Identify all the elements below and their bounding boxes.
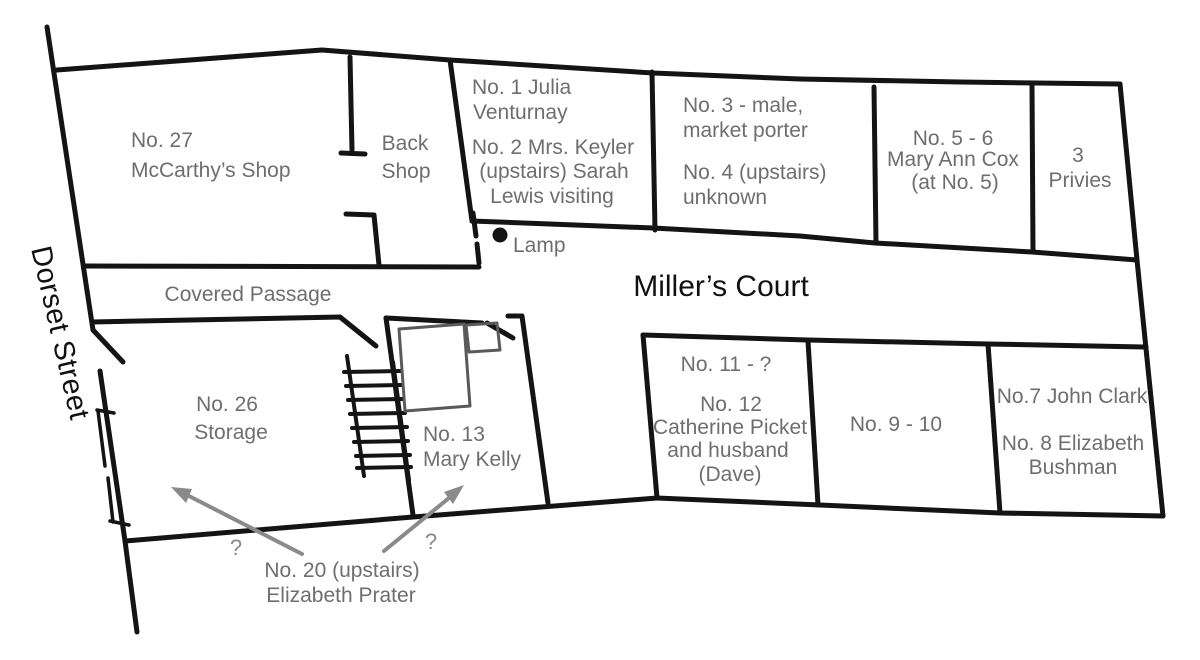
wall-passage-dashes xyxy=(470,210,482,266)
room-no27-label: No. 27 McCarthy’s Shop xyxy=(131,129,291,182)
wall-passage-top xyxy=(81,263,482,270)
court-title: Miller’s Court xyxy=(633,270,809,303)
wall-partition-r56-privies xyxy=(1029,82,1036,255)
no13-line1: No. 13 xyxy=(423,423,485,446)
table-outline xyxy=(464,321,502,354)
lamp-dot xyxy=(492,227,508,243)
furniture-no13 xyxy=(397,321,502,413)
no13-line2: Mary Kelly xyxy=(423,448,522,471)
r1112-line1: No. 11 - ? xyxy=(681,353,772,376)
staircase xyxy=(342,354,413,482)
arrow-left-head xyxy=(171,487,192,503)
question-mark-right: ? xyxy=(425,529,437,554)
wall-room12-left xyxy=(447,57,475,224)
no20-label: No. 20 (upstairs) Elizabeth Prater xyxy=(264,559,419,607)
door-outline xyxy=(95,408,131,527)
backshop-label: Back Shop xyxy=(381,132,430,183)
annotation-arrows xyxy=(171,485,464,556)
wall-no27-backshop-lower xyxy=(343,211,382,268)
room-7-8-label: No.7 John Clark No. 8 Elizabeth Bushman xyxy=(997,385,1148,479)
room-5-6-label: No. 5 - 6 Mary Ann Cox (at No. 5) xyxy=(887,127,1019,194)
wall-block-left xyxy=(640,332,660,501)
r34-line2: market porter xyxy=(683,119,808,142)
privies-line1: 3 xyxy=(1072,144,1084,167)
wall-no13-right xyxy=(505,313,551,506)
outer-walls xyxy=(44,24,1166,635)
lamp-label: Lamp xyxy=(513,234,566,257)
stair-rail-right xyxy=(391,360,411,482)
no27-line2: McCarthy’s Shop xyxy=(131,159,291,182)
room-11-12-label: No. 11 - ? No. 12 Catherine Picket and h… xyxy=(653,353,807,486)
question-mark-left: ? xyxy=(230,535,242,560)
no27-line1: No. 27 xyxy=(131,129,193,152)
passage-walls xyxy=(81,210,482,349)
arrow-right-line xyxy=(382,496,451,553)
wall-block-bottom xyxy=(654,495,1166,519)
wall-top xyxy=(54,47,1123,87)
r1112-line3: Catherine Picket xyxy=(653,416,807,439)
wall-block-top xyxy=(640,332,1149,350)
bottom-block-walls xyxy=(640,332,1166,519)
no20-line1: No. 20 (upstairs) xyxy=(264,559,419,582)
arrow-right-head xyxy=(444,485,464,504)
r1112-line4: and husband xyxy=(667,439,788,462)
r12-line1: No. 1 Julia xyxy=(472,76,572,99)
stair-rail-left xyxy=(345,354,366,478)
r1112-line2: No. 12 xyxy=(700,393,762,416)
privies-line2: Privies xyxy=(1048,169,1111,192)
wall-partition-r34-r56 xyxy=(871,84,879,246)
wall-court-north xyxy=(469,218,1140,263)
no26-line1: No. 26 xyxy=(196,393,258,416)
r34-line4: unknown xyxy=(683,186,767,209)
wall-no13-door-diagonal xyxy=(484,320,516,341)
room-9-10-label: No. 9 - 10 xyxy=(850,413,942,436)
wall-partition-r12-r34 xyxy=(649,69,658,233)
r34-line3: No. 4 (upstairs) xyxy=(683,161,827,184)
backshop-line2: Shop xyxy=(381,160,430,183)
arrow-left-line xyxy=(187,494,304,556)
r56-line3: (at No. 5) xyxy=(911,171,999,194)
stair-rungs xyxy=(342,369,413,470)
wall-dorset-upper xyxy=(44,24,126,365)
wall-partition-r910-r78 xyxy=(985,341,1003,516)
dorset-door xyxy=(95,408,131,527)
no26-line2: Storage xyxy=(194,421,268,444)
r34-line1: No. 3 - male, xyxy=(683,94,803,117)
r12-line3: No. 2 Mrs. Keyler xyxy=(472,136,634,159)
r56-line2: Mary Ann Cox xyxy=(887,148,1019,171)
wall-no27-backshop-upper xyxy=(338,54,368,157)
r78-line1: No.7 John Clark xyxy=(997,385,1148,408)
privies-label: 3 Privies xyxy=(1048,144,1111,192)
bed-outline xyxy=(397,322,472,413)
room-3-4-label: No. 3 - male, market porter No. 4 (upsta… xyxy=(683,94,827,209)
r12-line5: Lewis visiting xyxy=(490,185,614,208)
wall-passage-bottom xyxy=(89,314,379,349)
mccarthy-backshop-walls xyxy=(338,54,382,268)
room-1-2-label: No. 1 Julia Venturnay No. 2 Mrs. Keyler … xyxy=(472,76,634,208)
r78-line3: Bushman xyxy=(1029,456,1118,479)
room-no13-label: No. 13 Mary Kelly xyxy=(423,423,522,471)
no20-line2: Elizabeth Prater xyxy=(266,584,415,607)
wall-partition-r1112-r910 xyxy=(805,338,821,508)
r78-line2: No. 8 Elizabeth xyxy=(1002,432,1144,455)
wall-no13-top xyxy=(383,315,485,326)
r12-line4: (upstairs) Sarah xyxy=(479,160,628,183)
r12-line2: Venturnay xyxy=(473,101,568,124)
r1112-line5: (Dave) xyxy=(698,463,761,486)
passage-label: Covered Passage xyxy=(165,283,332,306)
r56-line1: No. 5 - 6 xyxy=(913,127,994,150)
room-no26-label: No. 26 Storage xyxy=(194,393,268,444)
backshop-line1: Back xyxy=(382,132,429,155)
top-row-walls xyxy=(447,57,1140,263)
